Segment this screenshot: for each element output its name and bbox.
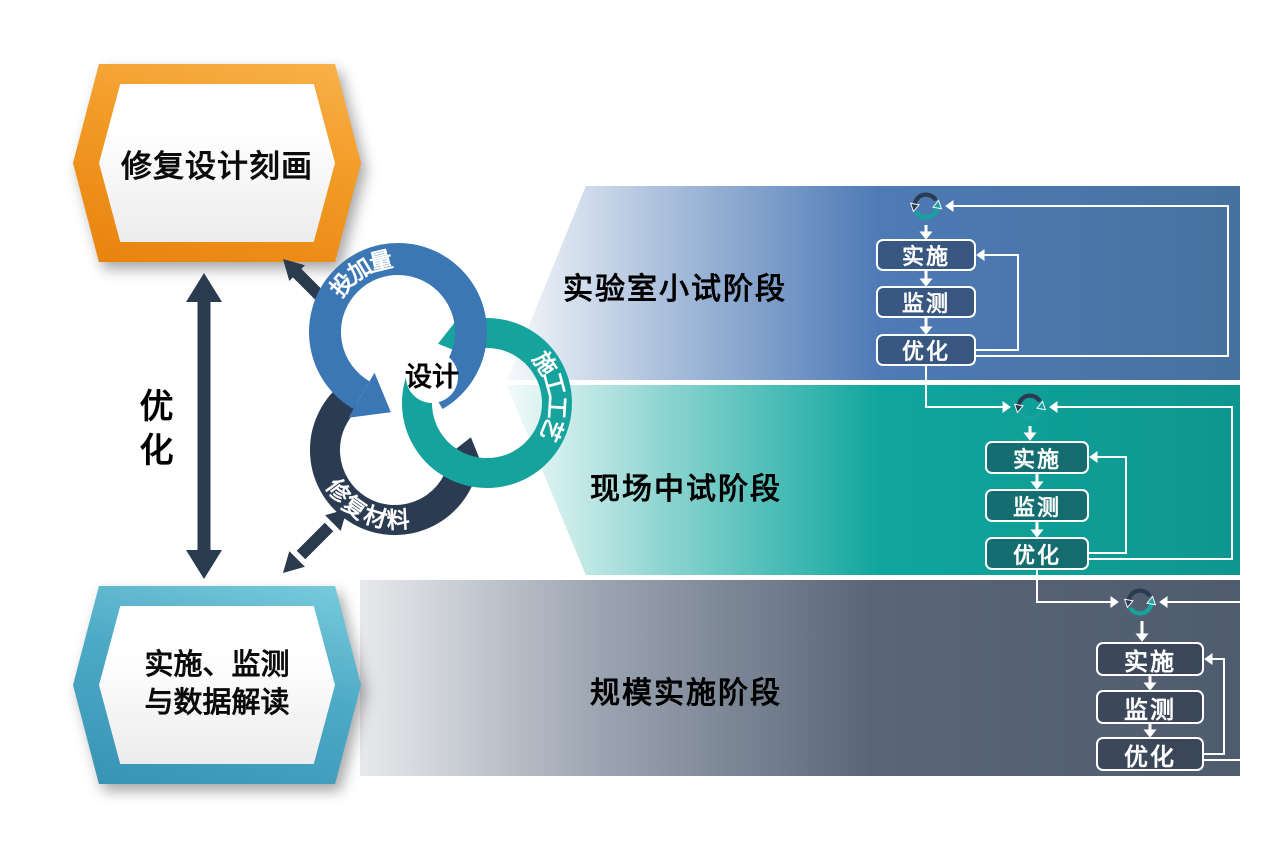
ring-dosage (309, 242, 487, 418)
step-box-implement: 实施 (876, 239, 976, 271)
step-box-monitor: 监测 (876, 286, 976, 318)
step-box-optimize: 优化 (1096, 737, 1204, 771)
step-box-optimize: 优化 (985, 537, 1089, 570)
step-box-monitor: 监测 (985, 489, 1089, 522)
step-box-implement: 实施 (985, 441, 1089, 474)
link-double-arrow-bottom (283, 509, 347, 573)
stage-label-field-pilot: 现场中试阶段 (590, 473, 782, 506)
stage-band-full-scale (360, 580, 1240, 776)
design-characterization-badge: 修复设计刻画 (73, 64, 361, 262)
badge-label-line1: 实施、监测 (144, 649, 290, 682)
badge-label: 修复设计刻画 (121, 148, 313, 184)
cycle-center-label: 设计 (405, 362, 459, 392)
ring-label-material: 修复材料 (320, 473, 410, 533)
optimize-label: 优化 (134, 388, 172, 476)
implementation-monitoring-badge: 实施、监测 与数据解读 (73, 586, 361, 784)
link-double-arrow-top (283, 259, 335, 311)
stage-label-full-scale: 规模实施阶段 (590, 677, 782, 710)
step-box-monitor: 监测 (1096, 690, 1204, 724)
ring-material (309, 384, 486, 536)
badge-label-line2: 与数据解读 (144, 687, 290, 719)
optimize-double-arrow (186, 273, 222, 579)
step-box-optimize: 优化 (876, 334, 976, 366)
step-box-implement: 实施 (1096, 642, 1204, 676)
svg-text:修复材料: 修复材料 (320, 473, 410, 533)
stage-label-lab: 实验室小试阶段 (563, 273, 787, 306)
cycle-center-plate (406, 351, 458, 403)
